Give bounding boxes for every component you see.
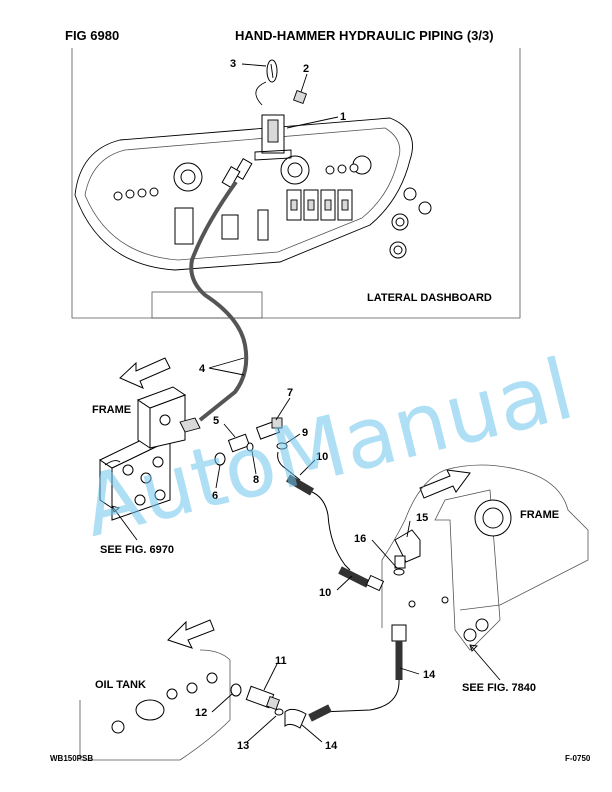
callout-16: 16 [354, 533, 366, 545]
label-frame-right: FRAME [520, 509, 559, 521]
callout-2: 2 [303, 63, 309, 75]
frame-right [381, 464, 589, 628]
callout-12: 12 [195, 707, 207, 719]
callout-6: 6 [212, 490, 218, 502]
footer-model-code: WB150PSB [50, 754, 94, 763]
callout-1: 1 [340, 111, 346, 123]
callout-13: 13 [237, 740, 249, 752]
elbow-fitting-14b [284, 708, 307, 729]
direction-arrow-right [419, 469, 471, 499]
callout-8: 8 [253, 474, 259, 486]
oil-tank [79, 649, 231, 761]
footer-page-code: F-0750 [565, 754, 591, 763]
callout-5: 5 [213, 415, 219, 427]
label-see-fig-7840: SEE FIG. 7840 [462, 682, 536, 694]
callout-3: 3 [230, 58, 236, 70]
elbow-7 [255, 417, 283, 440]
valve-block-left [98, 386, 201, 521]
callout-4: 4 [199, 363, 206, 375]
o-ring-12 [230, 683, 242, 697]
figure-number: FIG 6980 [65, 28, 120, 43]
o-ring-16 [393, 568, 405, 576]
hose-fitting-10a [277, 451, 301, 481]
hose-fitting-14a [391, 624, 407, 642]
o-ring-8 [246, 442, 254, 452]
fitting-5 [227, 433, 251, 453]
switch-cover [293, 90, 307, 104]
hose-10b [338, 566, 370, 588]
label-see-fig-6970: SEE FIG. 6970 [100, 544, 174, 556]
dashboard-knobs [389, 187, 432, 259]
label-lateral-dashboard: LATERAL DASHBOARD [367, 292, 492, 304]
o-ring-13 [274, 708, 284, 716]
callout-14a: 14 [423, 669, 436, 681]
callout-7: 7 [287, 387, 293, 399]
label-oil-tank: OIL TANK [95, 679, 146, 691]
wiring-harness [189, 180, 249, 422]
direction-arrow-lower [167, 619, 215, 649]
callout-11: 11 [275, 655, 287, 667]
leader-lines [111, 63, 501, 743]
direction-arrow-left [119, 357, 171, 389]
switch-panel [286, 189, 353, 221]
dashboard-inset [71, 48, 521, 422]
elbow-15 [394, 529, 421, 569]
callout-10a: 10 [316, 451, 328, 463]
callout-15: 15 [416, 512, 428, 524]
rocker-switch [254, 114, 292, 161]
o-ring-9 [276, 442, 288, 450]
figure-title: HAND-HAMMER HYDRAULIC PIPING (3/3) [235, 28, 494, 43]
fitting-11 [245, 685, 280, 710]
indicator-lights [113, 163, 359, 201]
label-frame-left: FRAME [92, 404, 131, 416]
callout-10b: 10 [319, 587, 331, 599]
callout-9: 9 [302, 427, 308, 439]
callout-14b: 14 [325, 740, 338, 752]
